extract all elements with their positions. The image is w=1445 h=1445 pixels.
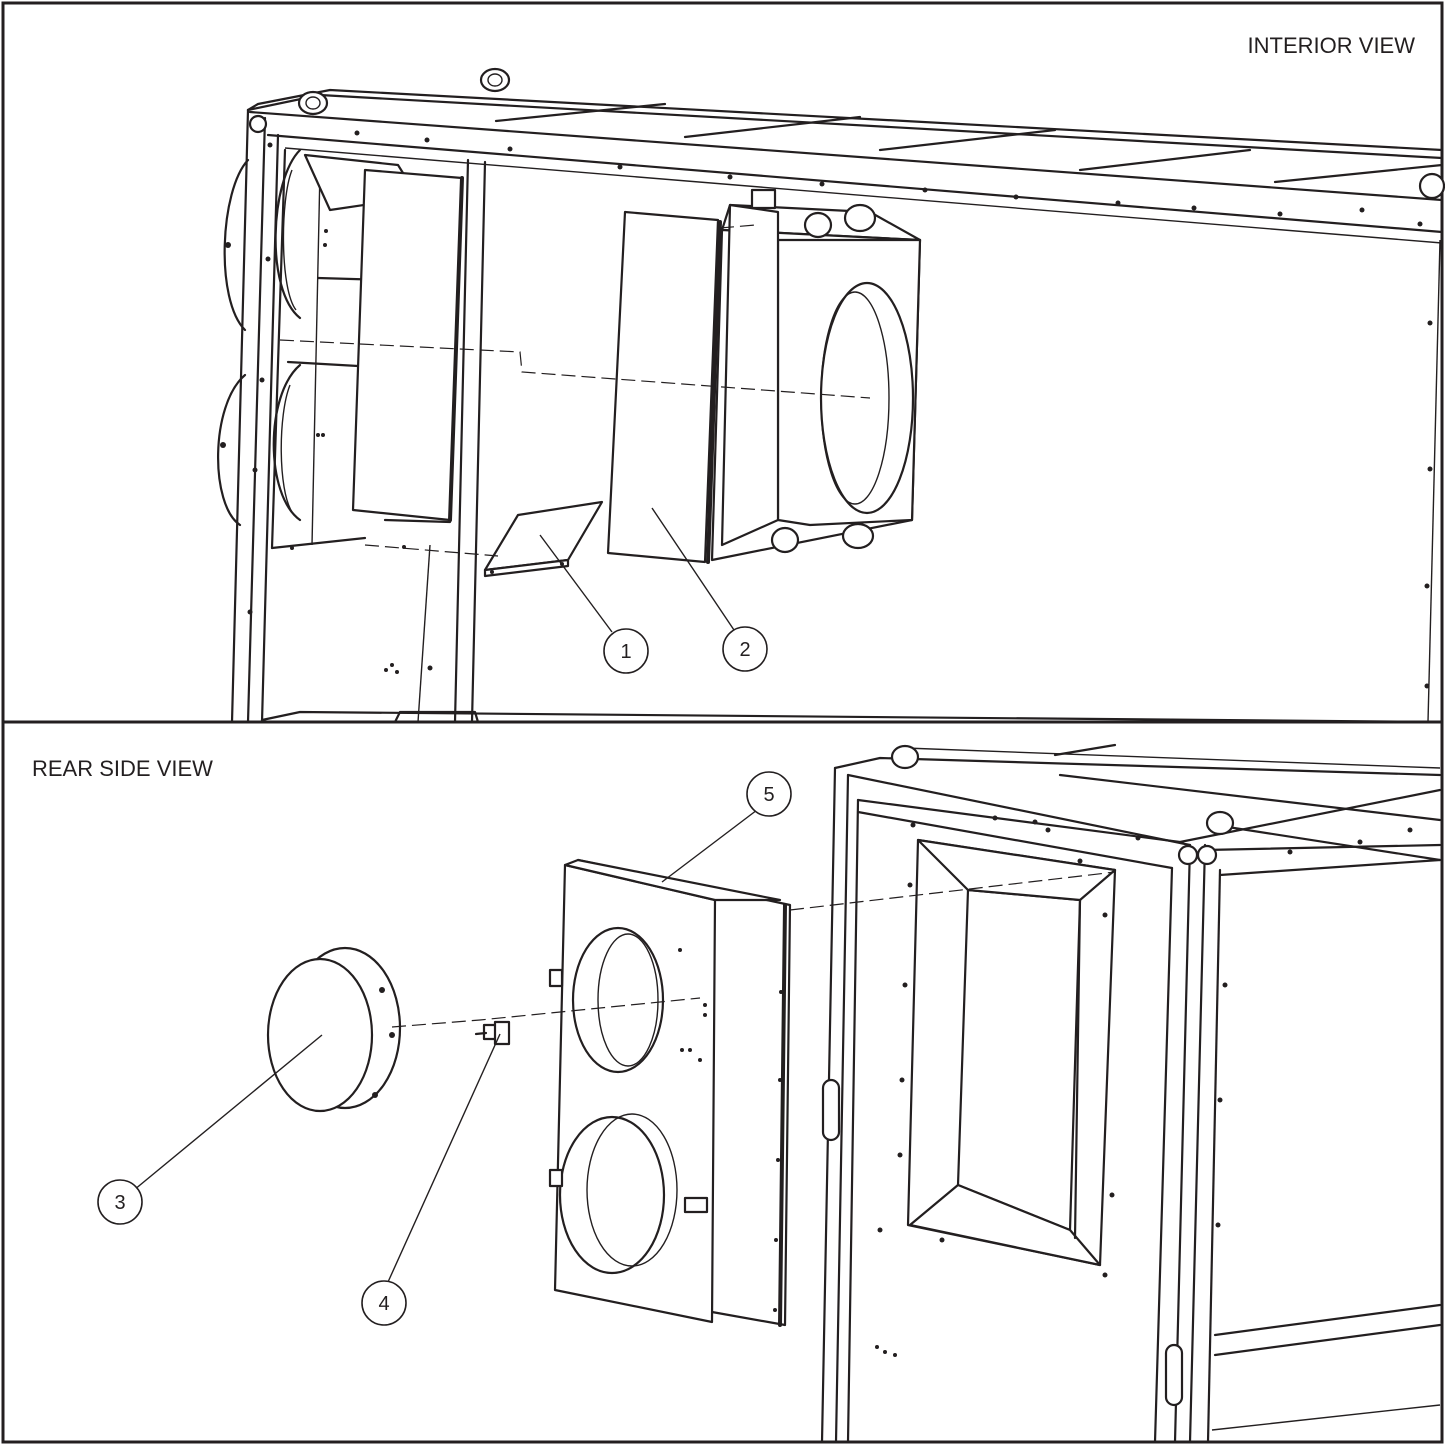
rear-duct-openings — [217, 148, 387, 527]
part-4-latch — [474, 1020, 511, 1046]
rear-fasteners — [773, 815, 1413, 1357]
callout-4: 4 — [361, 1033, 501, 1326]
assembly-line — [391, 997, 701, 1028]
callout-3: 3 — [97, 1034, 323, 1225]
lifting-lug — [479, 67, 511, 93]
part-2-panel — [606, 210, 722, 564]
interior-view-title: INTERIOR VIEW — [1247, 33, 1415, 58]
part-5-port-plate — [548, 858, 792, 1327]
cabinet-bottom-rail — [260, 710, 1442, 724]
rear-opening — [906, 838, 1117, 1267]
callout-5-label: 5 — [763, 784, 774, 806]
cabinet-left-post — [230, 108, 280, 724]
part-3-cap — [266, 946, 402, 1113]
callout-5: 5 — [661, 771, 792, 883]
cabinet-right-edge — [1427, 239, 1441, 723]
part-1-bracket — [483, 500, 604, 578]
callout-1: 1 — [539, 534, 649, 674]
callout-2: 2 — [651, 507, 768, 672]
callout-2-label: 2 — [739, 639, 750, 661]
assembly-line — [719, 224, 756, 229]
lifting-lug — [297, 90, 329, 116]
lifting-lug — [1205, 810, 1235, 836]
callout-3-label: 3 — [114, 1192, 125, 1214]
cabinet-roof — [246, 67, 1445, 200]
rear-side-view: 3 4 5 — [97, 743, 1442, 1444]
filter-rack — [303, 153, 464, 524]
lifting-lug — [1418, 172, 1445, 200]
interior-view: 1 2 — [217, 67, 1445, 724]
rear-cabinet-frame — [820, 766, 1442, 1444]
cabinet-center-post — [417, 158, 487, 724]
assembly-line — [789, 871, 1116, 911]
callout-4-label: 4 — [378, 1293, 389, 1315]
assembly-line — [279, 339, 871, 399]
left-wall-panel — [270, 148, 367, 550]
lifting-lug — [890, 744, 920, 770]
cabinet-top-rail — [248, 110, 1444, 244]
callout-1-label: 1 — [620, 641, 631, 663]
interior-fasteners — [220, 130, 1433, 689]
upper-port-ring — [571, 926, 665, 1074]
coil-assembly — [710, 188, 922, 562]
lower-port-ring — [558, 1115, 666, 1275]
rear-side-view-title: REAR SIDE VIEW — [32, 756, 213, 781]
assembly-line — [364, 544, 499, 557]
